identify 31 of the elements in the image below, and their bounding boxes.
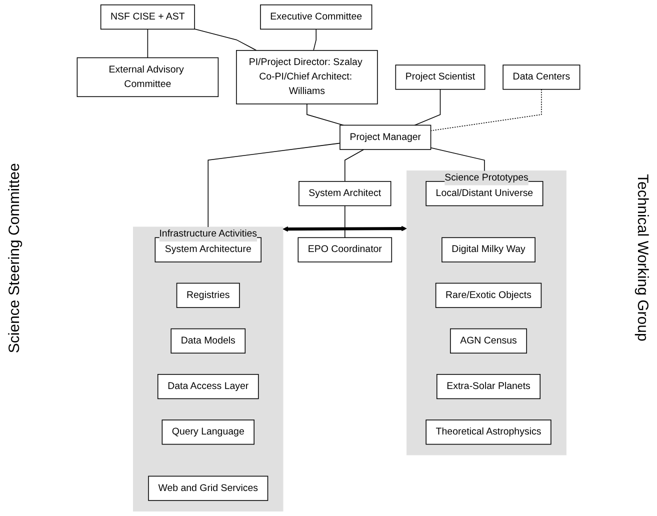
node-box: AGN Census — [450, 328, 527, 354]
connector — [194, 28, 257, 51]
connector — [430, 88, 542, 132]
node-box: Data Centers — [502, 64, 580, 90]
node-box: Executive Committee — [260, 4, 372, 30]
node-box: Local/Distant Universe — [426, 181, 544, 206]
connector — [344, 205, 346, 238]
node-box: Query Language — [162, 420, 254, 445]
node-box: PI/Project Director: Szalay Co-PI/Chief Architect: Williams — [236, 50, 378, 104]
node-box: EPO Coordinator — [298, 237, 392, 262]
connector — [147, 28, 148, 58]
node-box: Project Manager — [340, 124, 432, 150]
node-box: Rare/Exotic Objects — [435, 282, 542, 308]
arrow — [282, 226, 407, 232]
node-box: Digital Milky Way — [442, 237, 536, 262]
group-label: Technical Working Group — [634, 174, 651, 342]
node-box: Data Models — [170, 328, 246, 354]
node-box: Project Scientist — [395, 64, 486, 90]
node-box: Extra-Solar Planets — [436, 374, 541, 400]
node-box: System Architecture — [154, 237, 262, 262]
node-box: Theoretical Astrophysics — [426, 420, 552, 445]
connector — [344, 149, 364, 182]
node-box: Data Access Layer — [157, 374, 259, 400]
connector — [313, 28, 317, 51]
node-box: NSF CISE + AST — [100, 4, 195, 30]
node-box: Web and Grid Services — [148, 476, 268, 501]
connector — [306, 104, 344, 126]
node-box: External Advisory Committee — [76, 57, 219, 98]
group-label: Science Steering Committee — [6, 162, 23, 354]
node-box: Registries — [176, 282, 240, 308]
node-box: System Architect — [298, 181, 392, 206]
